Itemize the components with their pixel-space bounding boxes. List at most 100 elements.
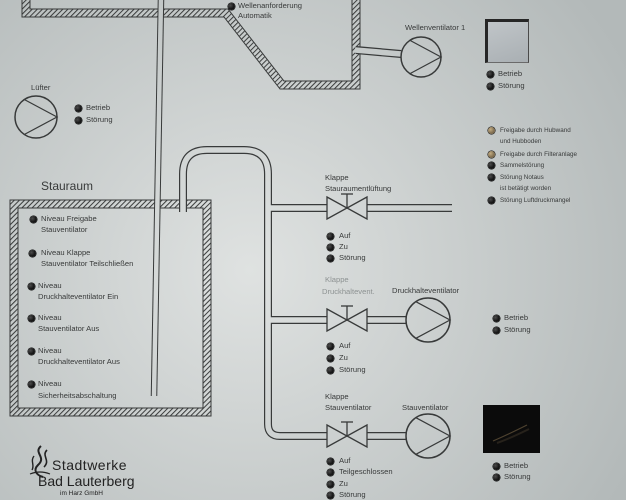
indicator-lamp-sammelstoerung — [487, 161, 495, 169]
fan-luefter-icon — [14, 95, 59, 139]
indicator-lamp-druckhalte-klappe-zu — [326, 354, 334, 362]
label-stau-klappe-teilgeschlossen: Teilgeschlossen — [339, 467, 393, 476]
label-wellenventilator-stoerung: Störung — [498, 81, 525, 90]
label-klappe-stau-line2: Stauventilator — [325, 403, 372, 412]
flame-wave-icon — [29, 445, 51, 478]
label-wellenanforderung: Wellenanforderung — [238, 1, 303, 10]
indicator-lamp-entlueftung-zu — [326, 243, 334, 251]
label-niveau-druckhalte-ein: Niveau — [38, 281, 62, 290]
pipe-u-bend — [180, 147, 327, 439]
indicator-lamp-stoerung-notaus — [487, 173, 495, 181]
label-stauventilator-betrieb: Betrieb — [504, 461, 529, 470]
pipe-wellen — [354, 47, 402, 57]
indicator-lamp-niveau-klappe — [28, 249, 36, 257]
display-window-wellenventilator — [485, 19, 529, 63]
fan-stauventilator-icon — [405, 413, 452, 459]
indicator-lamp-entlueftung-stoerung — [326, 254, 334, 262]
label-klappe-druckhalte: Klappe — [325, 275, 349, 284]
label-stauraum-title: Stauraum — [41, 179, 94, 193]
indicator-lamp-wellenventilator-stoerung — [486, 82, 494, 90]
valve-stauraumentlueftung-icon — [326, 193, 368, 221]
label-druckhalte-klappe-auf: Auf — [339, 341, 351, 350]
label-klappe-entlueftung: Klappe — [325, 173, 349, 182]
label-entlueftung-auf: Auf — [339, 231, 351, 240]
label-niveau-sicherheit: Niveau — [38, 379, 62, 388]
label-freigabe-filteranlage: Freigabe durch Filteranlage — [500, 150, 578, 158]
indicator-lamp-stau-klappe-teilgeschlossen — [326, 468, 334, 476]
label-niveau-stau-aus: Niveau — [38, 313, 62, 322]
indicator-lamp-stau-klappe-auf — [326, 457, 334, 465]
label-entlueftung-stoerung: Störung — [339, 253, 366, 262]
pipe-vertical — [151, 0, 164, 398]
indicator-lamp-luefter-stoerung — [74, 116, 82, 124]
label-luefter-stoerung: Störung — [86, 115, 113, 124]
stauraum-basin-wall — [9, 199, 212, 417]
valve-druckhalteventilator-icon — [326, 305, 368, 333]
label-klappe-entlueftung-line2: Stauraumentlüftung — [325, 184, 392, 193]
label-klappe-druckhalte-line2: Druckhaltevent. — [322, 287, 375, 296]
label-stau-klappe-stoerung: Störung — [339, 490, 366, 499]
label-niveau-klappe: Niveau Klappe — [41, 248, 91, 257]
fan-wellenventilator-icon — [400, 36, 443, 78]
label-stauventilator-stoerung: Störung — [504, 472, 531, 481]
label-stoerung-notaus: Störung Notaus — [500, 173, 544, 181]
label-stauventilator: Stauventilator — [402, 403, 449, 412]
indicator-lamp-stauventilator-betrieb — [492, 462, 500, 470]
indicator-lamp-stau-klappe-stoerung — [326, 491, 334, 499]
label-sammelstoerung: Sammelstörung — [500, 161, 545, 169]
indicator-lamp-druckhalteventilator-stoerung — [492, 326, 500, 334]
display-reflection — [492, 424, 530, 444]
label-luefter: Lüfter — [31, 83, 51, 92]
indicator-lamp-niveau-sicherheit — [27, 380, 35, 388]
logo-city: Bad Lauterberg — [38, 473, 135, 489]
indicator-lamp-druckhalte-klappe-auf — [326, 342, 334, 350]
label-niveau-freigabe-line2: Stauventilator — [41, 225, 88, 234]
label-wellenventilator-1: Wellenventilator 1 — [405, 23, 466, 32]
indicator-lamp-niveau-stau-aus — [27, 314, 35, 322]
label-freigabe-hubwand-line2: und Hubboden — [500, 137, 542, 145]
label-druckhalte-klappe-stoerung: Störung — [339, 365, 366, 374]
indicator-lamp-stau-klappe-zu — [326, 480, 334, 488]
logo-name: Stadtwerke — [52, 457, 128, 473]
display-window-stauventilator — [483, 405, 540, 453]
label-wellenventilator-betrieb: Betrieb — [498, 69, 523, 78]
label-stau-klappe-auf: Auf — [339, 456, 351, 465]
valve-stauventilator-icon — [326, 421, 368, 449]
label-druckhalteventilator-stoerung: Störung — [504, 325, 531, 334]
indicator-lamp-luefter-betrieb — [74, 104, 82, 112]
label-niveau-stau-aus-line2: Stauventilator Aus — [38, 324, 100, 333]
label-entlueftung-zu: Zu — [339, 242, 348, 251]
label-stoerung-notaus-line2: ist betätigt worden — [500, 184, 552, 192]
indicator-lamp-niveau-druckhalte-aus — [27, 347, 35, 355]
label-automatik: Automatik — [238, 11, 272, 20]
indicator-lamp-stauventilator-stoerung — [492, 473, 500, 481]
label-niveau-freigabe: Niveau Freigabe — [41, 214, 97, 223]
label-luefter-betrieb: Betrieb — [86, 103, 111, 112]
indicator-lamp-stoerung-luftdruckmangel — [487, 196, 495, 204]
indicator-lamp-entlueftung-auf — [326, 232, 334, 240]
indicator-lamp-wellenanforderung — [227, 2, 235, 10]
label-niveau-druckhalte-ein-line2: Druckhalteventilator Ein — [38, 292, 119, 301]
indicator-lamp-niveau-freigabe — [29, 215, 37, 223]
indicator-lamp-wellenventilator-betrieb — [486, 70, 494, 78]
label-niveau-klappe-line2: Stauventilator Teilschließen — [41, 259, 134, 268]
indicator-lamp-druckhalteventilator-betrieb — [492, 314, 500, 322]
indicator-lamp-niveau-druckhalte-ein — [27, 282, 35, 290]
label-freigabe-hubwand: Freigabe durch Hubwand — [500, 126, 571, 134]
pipe-network — [150, 0, 453, 440]
fan-druckhalteventilator-icon — [405, 297, 452, 343]
label-niveau-sicherheit-line2: Sicherheitsabschaltung — [38, 391, 117, 400]
indicator-lamp-freigabe-filteranlage — [487, 150, 495, 158]
indicator-lamp-freigabe-hubwand — [487, 126, 495, 134]
label-druckhalteventilator: Druckhalteventilator — [392, 286, 460, 295]
indicator-lamp-druckhalte-klappe-stoerung — [326, 366, 334, 374]
logo-suffix: im Harz GmbH — [60, 490, 103, 497]
label-stoerung-luftdruckmangel: Störung Luftdruckmangel — [500, 196, 571, 204]
label-klappe-stau: Klappe — [325, 392, 349, 401]
label-niveau-druckhalte-aus: Niveau — [38, 346, 62, 355]
label-druckhalteventilator-betrieb: Betrieb — [504, 313, 529, 322]
label-druckhalte-klappe-zu: Zu — [339, 353, 348, 362]
label-niveau-druckhalte-aus-line2: Druckhalteventilator Aus — [38, 357, 120, 366]
